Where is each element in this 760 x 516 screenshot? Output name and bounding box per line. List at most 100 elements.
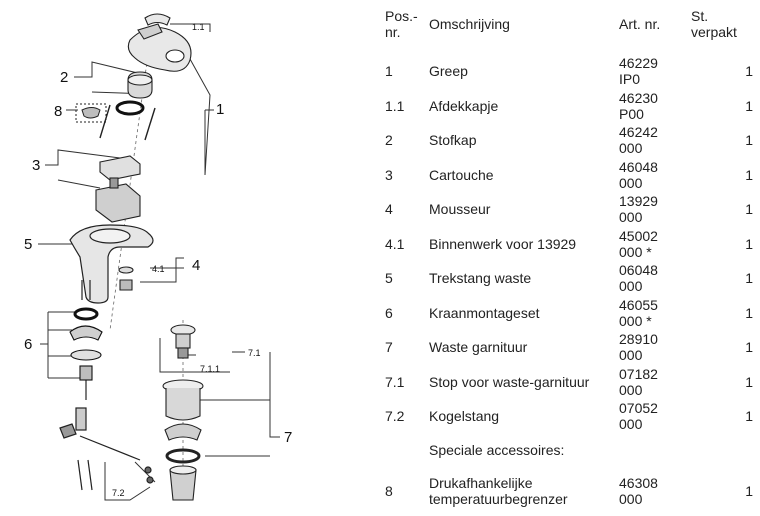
art-line-2: P00 bbox=[619, 105, 644, 122]
art-line-1: 07182 bbox=[619, 365, 658, 382]
header-description: Omschrijving bbox=[429, 16, 510, 32]
header-pos: Pos.- nr. bbox=[385, 8, 429, 54]
row-pos: 4.1 bbox=[385, 235, 405, 252]
art-line-2: 000 bbox=[619, 490, 643, 507]
callout-7-2: 7.2 bbox=[112, 488, 125, 498]
art-line-1: 46048 bbox=[619, 158, 658, 175]
row-description: Stop voor waste-garnituur bbox=[429, 373, 590, 390]
callout-7-1: 7.1 bbox=[248, 348, 261, 358]
row-quantity: 1 bbox=[745, 235, 753, 252]
art-line-2: 000 bbox=[619, 140, 643, 157]
callout-4-1: 4.1 bbox=[152, 264, 165, 274]
header-qty-line2: verpakt bbox=[691, 24, 737, 40]
row-quantity: 1 bbox=[745, 304, 753, 321]
parts-table-header: Pos.- nr. Omschrijving Art. nr. St. verp… bbox=[385, 8, 753, 54]
parts-table: Pos.- nr. Omschrijving Art. nr. St. verp… bbox=[385, 8, 753, 516]
row-quantity: 1 bbox=[745, 408, 753, 425]
row-description: Binnenwerk voor 13929 bbox=[429, 235, 577, 252]
callout-6: 6 bbox=[24, 336, 32, 353]
aerator bbox=[118, 266, 134, 291]
art-line-2: 000 bbox=[619, 209, 643, 226]
row-description: Stofkap bbox=[429, 132, 477, 149]
art-line-1: 07052 bbox=[619, 400, 658, 417]
row-description: Greep bbox=[429, 63, 468, 80]
row-pos: 7 bbox=[385, 339, 393, 356]
pins bbox=[99, 104, 156, 141]
row-quantity: 1 bbox=[745, 63, 753, 80]
row-quantity: 1 bbox=[745, 132, 753, 149]
art-line-1: 13929 bbox=[619, 193, 658, 210]
faucet-body bbox=[69, 224, 154, 304]
art-line-1: 46308 bbox=[619, 474, 658, 491]
row-quantity: 1 bbox=[745, 97, 753, 114]
waste-set bbox=[162, 324, 204, 501]
art-line-1: 28910 bbox=[619, 331, 658, 348]
row-pos: 4 bbox=[385, 201, 393, 218]
callout-8: 8 bbox=[54, 103, 62, 120]
callout-5: 5 bbox=[24, 236, 32, 253]
row-quantity: 1 bbox=[745, 482, 753, 499]
art-line-1: 46230 bbox=[619, 89, 658, 106]
row-quantity: 1 bbox=[745, 166, 753, 183]
art-line-1: 46229 bbox=[619, 55, 658, 72]
art-line-2: 000 * bbox=[619, 312, 652, 329]
row-pos: 3 bbox=[385, 166, 393, 183]
header-quantity: St. verpakt bbox=[691, 8, 753, 54]
o-ring bbox=[115, 100, 145, 116]
art-line-1: 46242 bbox=[619, 124, 658, 141]
art-line-1: 06048 bbox=[619, 262, 658, 279]
art-line-2: 000 bbox=[619, 416, 643, 433]
pull-rod bbox=[59, 407, 154, 491]
row-quantity: 1 bbox=[745, 339, 753, 356]
art-line-1: 45002 bbox=[619, 227, 658, 244]
row-quantity: 1 bbox=[745, 201, 753, 218]
art-line-1: 46055 bbox=[619, 296, 658, 313]
callout-3: 3 bbox=[32, 157, 40, 174]
row-pos: 7.2 bbox=[385, 408, 405, 425]
row-description: Cartouche bbox=[429, 166, 494, 183]
art-line-2: 000 bbox=[619, 381, 643, 398]
mounting-set bbox=[69, 307, 103, 400]
exploded-view-svg: 1.1 1 2 8 3 5 4.1 4 6 7.1 7.1.1 7 7.2 bbox=[24, 13, 292, 501]
art-line-2: 000 bbox=[619, 174, 643, 191]
art-line-2: 000 bbox=[619, 278, 643, 295]
header-pos-line1: Pos.- bbox=[385, 8, 418, 24]
header-row: Pos.- nr. Omschrijving Art. nr. St. verp… bbox=[385, 8, 753, 54]
callout-1: 1 bbox=[216, 101, 224, 118]
leader-lines bbox=[38, 23, 280, 501]
dust-cap bbox=[127, 71, 153, 99]
callout-2: 2 bbox=[60, 69, 68, 86]
row-pos: 5 bbox=[385, 270, 393, 287]
header-pos-line2: nr. bbox=[385, 24, 401, 40]
row-pos: 7.1 bbox=[385, 373, 405, 390]
art-line-2: 000 bbox=[619, 347, 643, 364]
art-line-2: 000 * bbox=[619, 243, 652, 260]
art-line-2: IP0 bbox=[619, 71, 641, 88]
row-pos: 1 bbox=[385, 63, 393, 80]
header-qty-line1: St. bbox=[691, 8, 709, 24]
accessories-heading: Speciale accessoires: bbox=[429, 441, 565, 458]
row-description: Mousseur bbox=[429, 201, 491, 218]
header-article-number: Art. nr. bbox=[619, 16, 661, 32]
